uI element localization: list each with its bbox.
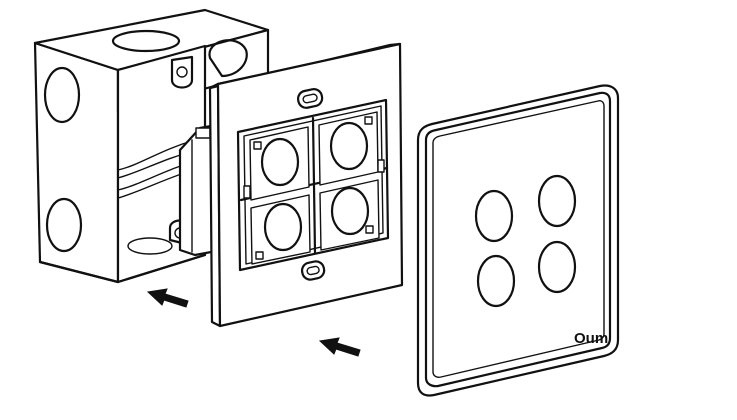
arrow-left-icon-2 — [318, 337, 361, 357]
switch-cover-plate: Oum — [416, 84, 620, 397]
frame-button-4 — [330, 186, 370, 236]
module-terminal — [195, 127, 211, 139]
frame-slot-bottom — [300, 260, 326, 281]
frame-slot-bottom-inner — [306, 265, 320, 276]
knockout-hole-floor — [127, 237, 173, 255]
screw-hole-top — [176, 66, 188, 78]
knockout-hole-right — [208, 39, 248, 78]
brand-logo: Oum — [574, 330, 608, 347]
cover-button-4 — [537, 240, 577, 294]
mounting-frame — [208, 42, 404, 328]
cover-button-3 — [476, 254, 516, 308]
clip-2 — [364, 116, 373, 125]
knockout-hole-upper — [43, 66, 81, 124]
frame-button-1 — [260, 137, 300, 187]
insertion-arrows — [146, 288, 361, 357]
clip-1 — [253, 141, 262, 150]
screw-tab-top — [170, 55, 194, 89]
frame-button-2 — [329, 121, 369, 171]
cover-button-2 — [537, 174, 577, 228]
frame-slot-top — [296, 88, 324, 109]
knockout-hole-lower — [45, 197, 83, 253]
box-bottom-edge — [38, 253, 207, 284]
housing-divider-vertical — [311, 116, 317, 255]
cover-button-1 — [474, 189, 514, 243]
frame-button-3 — [263, 202, 303, 252]
clip-4 — [365, 225, 374, 234]
clip-3 — [255, 251, 264, 260]
frame-slot-top-inner — [302, 93, 318, 104]
clip-5 — [243, 185, 251, 199]
button-housing-inner — [243, 105, 384, 265]
cover-face — [432, 100, 605, 378]
knockout-hole-top — [111, 29, 181, 53]
arrow-left-icon — [146, 288, 189, 308]
clip-6 — [377, 159, 385, 173]
